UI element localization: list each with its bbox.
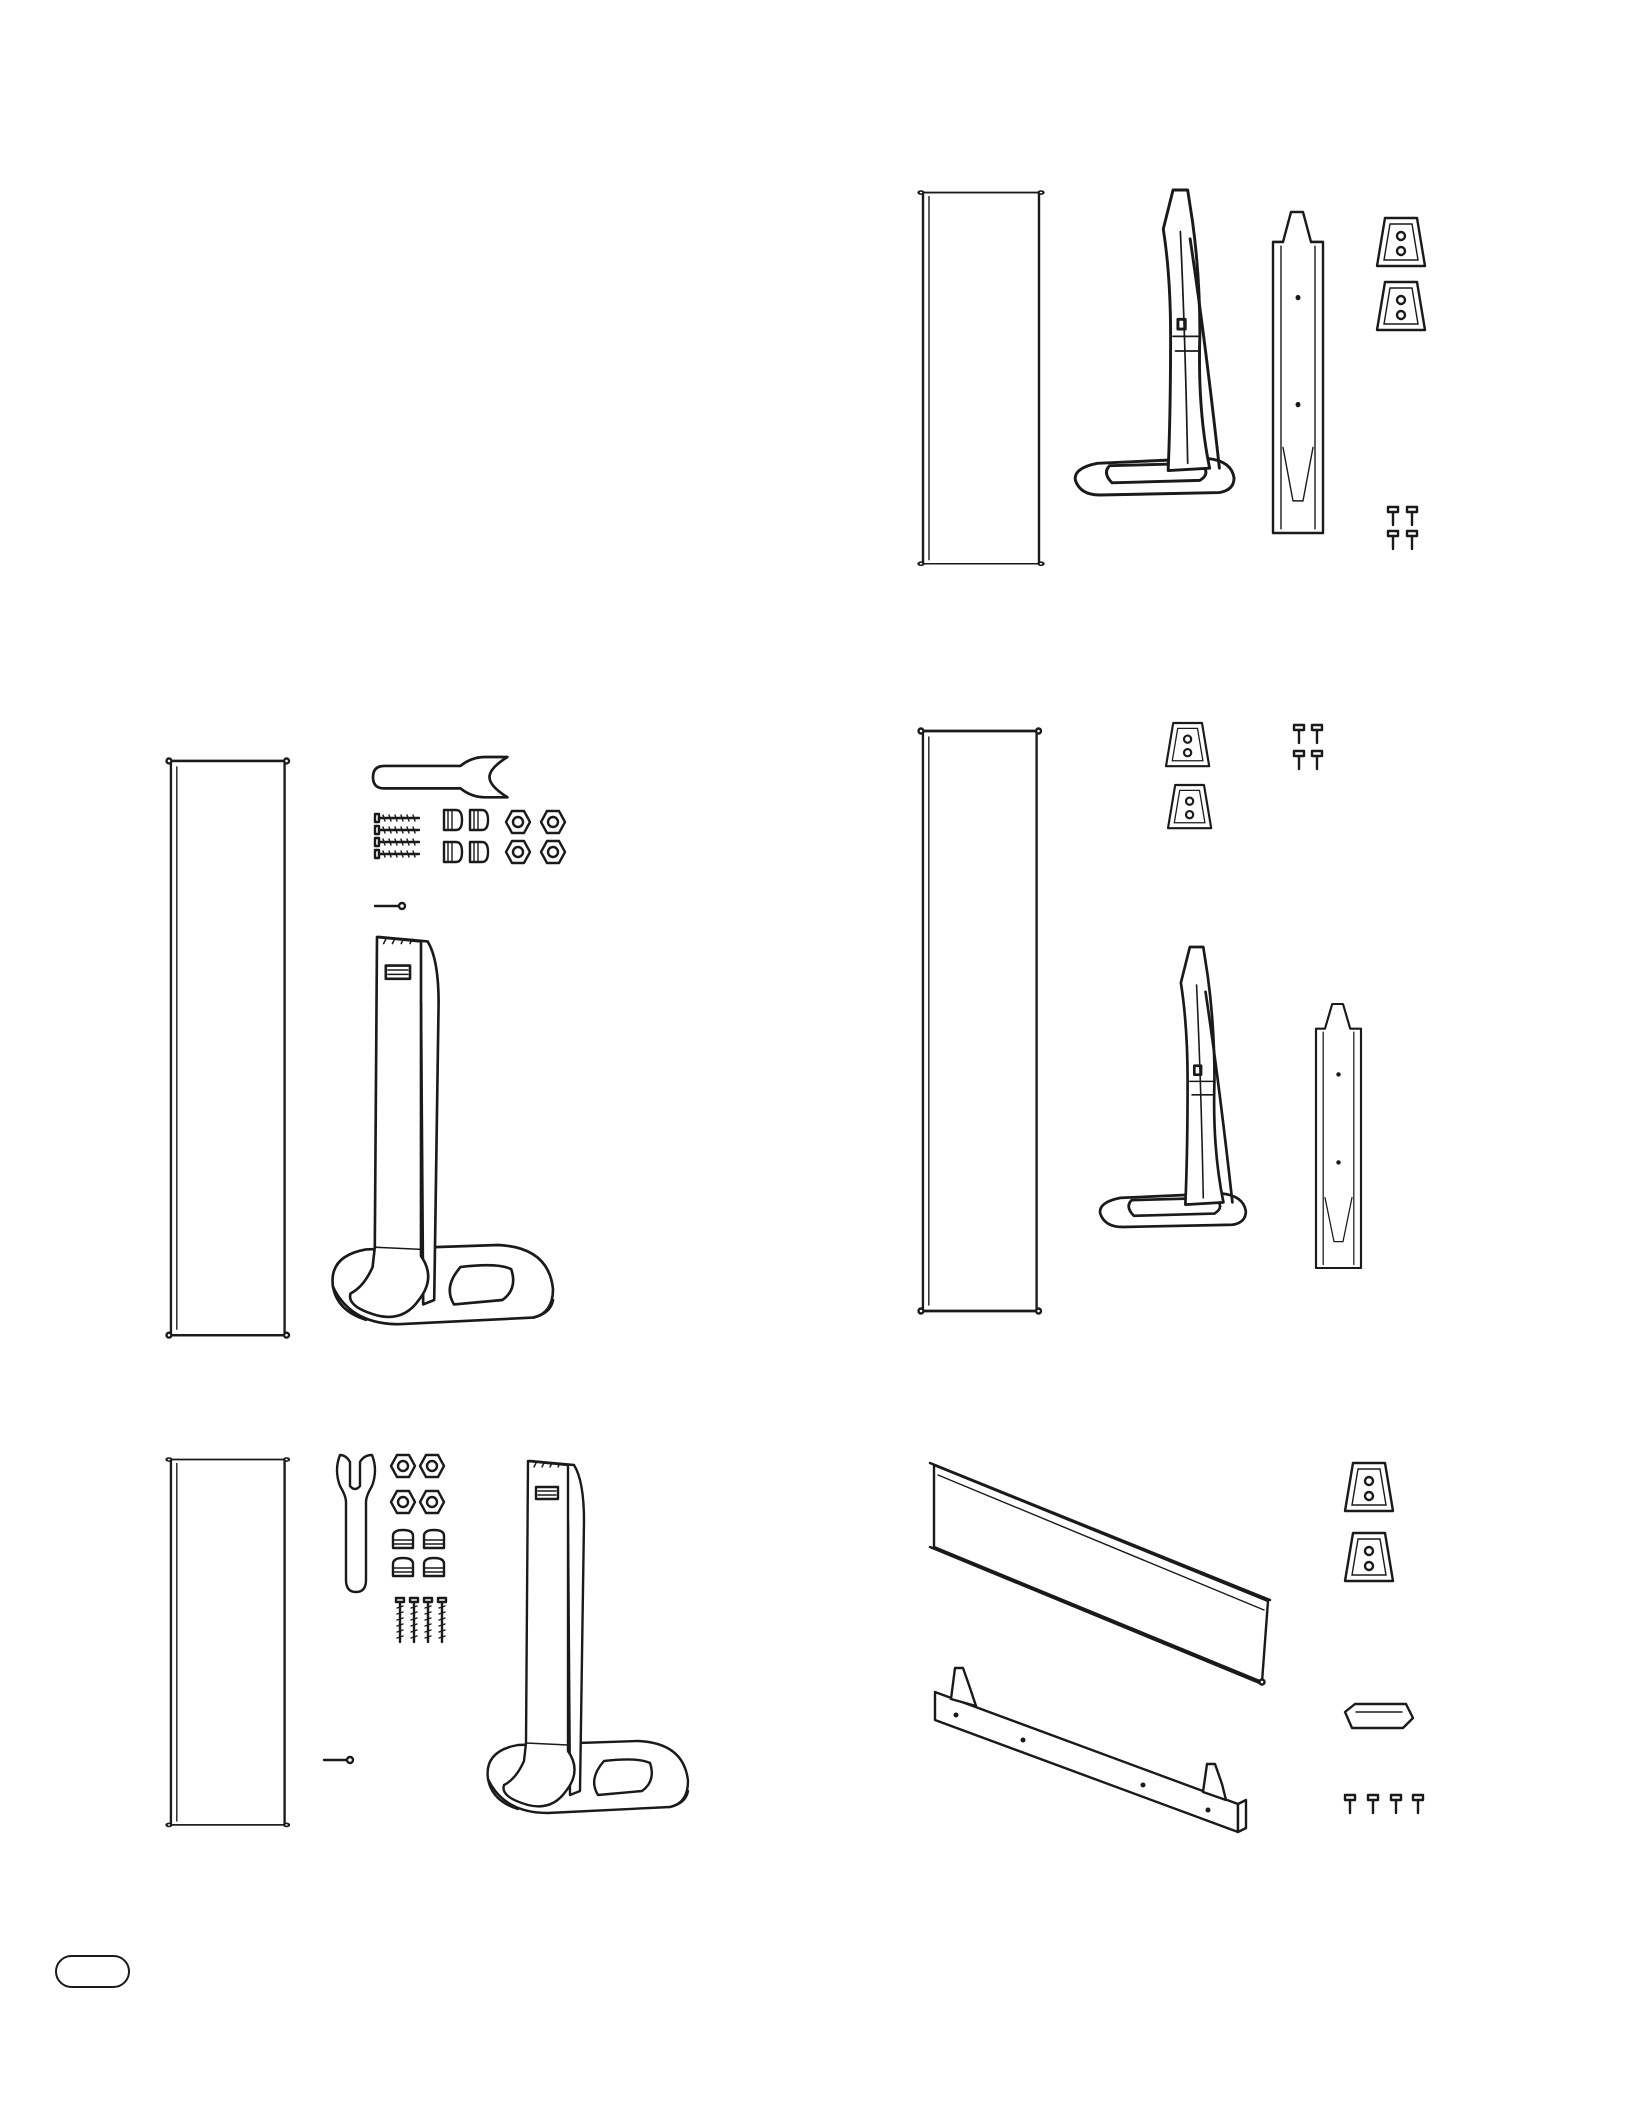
screw-set-icon [1388, 507, 1417, 549]
bracket-icon [1377, 218, 1425, 266]
pin-icon [375, 903, 405, 909]
hex-nut-icon [506, 811, 565, 863]
kit-floor-stand-tall [919, 190, 1426, 565]
cap-nut-icon [393, 1530, 444, 1576]
column-stand-icon [333, 937, 553, 1324]
pin-icon [324, 1757, 353, 1763]
kit-floor-stand-separate [919, 723, 1361, 1314]
cap-nut-icon [444, 810, 488, 862]
bracket-icon [1377, 282, 1425, 330]
pedestal-stand-icon [1075, 190, 1234, 495]
fabric-panel-icon [919, 729, 1042, 1314]
wrench-icon [373, 757, 507, 797]
fabric-panel-icon [167, 1458, 290, 1827]
wood-screw-icon [396, 1598, 446, 1642]
spacer-icon [1345, 1704, 1413, 1728]
bracket-icon [1345, 1533, 1393, 1581]
bracket-icon [1345, 1463, 1393, 1511]
fabric-panel-icon [167, 758, 290, 1337]
wrench-icon [337, 1455, 375, 1592]
wood-screw-icon [375, 814, 419, 858]
kit-floor-stand-pedestal [167, 757, 565, 1338]
kit-horizontal-mount [930, 1463, 1423, 1832]
bracket-icon [1166, 723, 1209, 766]
mounting-plate-icon [1273, 212, 1323, 533]
column-stand-icon [488, 1461, 688, 1813]
pedestal-stand-icon [1100, 947, 1246, 1227]
screw-set-icon [1294, 725, 1322, 769]
kit-table-stand [167, 1455, 688, 1826]
wall-rail-icon [935, 1668, 1246, 1832]
hex-nut-icon [391, 1455, 444, 1513]
screw-set-icon [1345, 1795, 1423, 1813]
fabric-panel-icon [919, 191, 1044, 565]
horizontal-panel-icon [930, 1463, 1270, 1685]
bracket-icon [1168, 785, 1211, 828]
mounting-plate-icon [1316, 1004, 1361, 1268]
page-number-tab [55, 1955, 130, 1988]
